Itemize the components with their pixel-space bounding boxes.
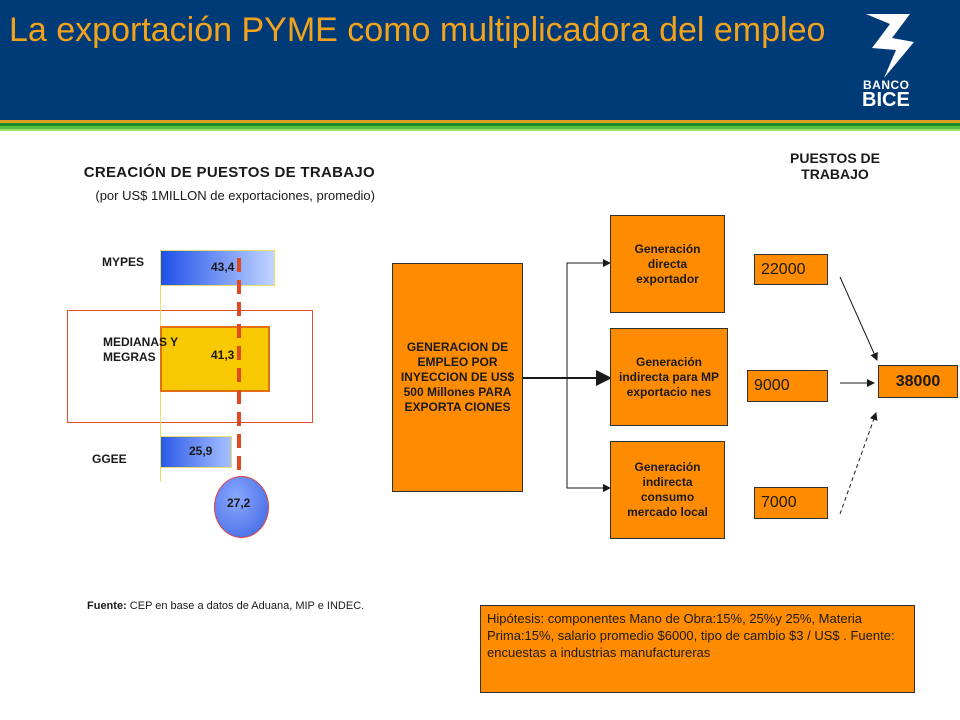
medianas-highlight-frame	[67, 310, 313, 423]
header-banner	[0, 0, 960, 120]
puestos-consumo-value: 7000	[754, 487, 828, 519]
bice-logo-icon	[866, 14, 914, 78]
header-stripe	[0, 120, 960, 123]
bar-mypes	[160, 250, 275, 286]
chart-title: CREACIÓN DE PUESTOS DE TRABAJO	[83, 164, 375, 181]
bar-label-ggee: GGEE	[92, 452, 127, 466]
bar-value-medianas: 41,3	[211, 348, 235, 362]
hypothesis-note: Hipótesis: componentes Mano de Obra:15%,…	[480, 605, 915, 693]
source-label: Fuente:	[87, 600, 127, 612]
puestos-total-value: 38000	[878, 365, 958, 398]
flow-target-directa: Generación directa exportador	[610, 215, 725, 313]
header-stripe	[0, 129, 960, 131]
source-note: Fuente: CEP en base a datos de Aduana, M…	[87, 600, 364, 612]
header-stripe	[0, 126, 960, 129]
flow-source-box: GENERACION DE EMPLEO POR INYECCION DE US…	[392, 263, 523, 492]
average-value: 27,2	[227, 496, 251, 510]
bar-value-mypes: 43,4	[211, 260, 235, 274]
header-stripe	[0, 123, 960, 126]
average-dashed-line	[237, 258, 241, 484]
bar-ggee	[160, 436, 232, 468]
puestos-indirecta-mp-value: 9000	[747, 370, 828, 402]
page-title: La exportación PYME como multiplicadora …	[9, 11, 826, 49]
puestos-directa-value: 22000	[754, 254, 828, 285]
average-marker	[214, 476, 269, 538]
bar-label-mypes: MYPES	[102, 255, 145, 269]
source-text: CEP en base a datos de Aduana, MIP e IND…	[126, 600, 365, 612]
bar-medianas	[160, 326, 270, 392]
flow-target-consumo: Generación indirecta consumo mercado loc…	[610, 441, 725, 539]
chart-subtitle: (por US$ 1MILLON de exportaciones, prome…	[95, 188, 375, 203]
puestos-title: PUESTOS DE TRABAJO	[790, 150, 880, 182]
logo-brand-label: BICE	[862, 89, 910, 111]
logo-bank-label: BANCO	[863, 78, 910, 92]
flow-target-indirecta-mp: Generación indirecta para MP exportacio …	[610, 328, 728, 426]
bar-value-ggee: 25,9	[189, 444, 213, 458]
bar-label-medianas: MEDIANAS Y MEGRAS	[103, 335, 178, 364]
